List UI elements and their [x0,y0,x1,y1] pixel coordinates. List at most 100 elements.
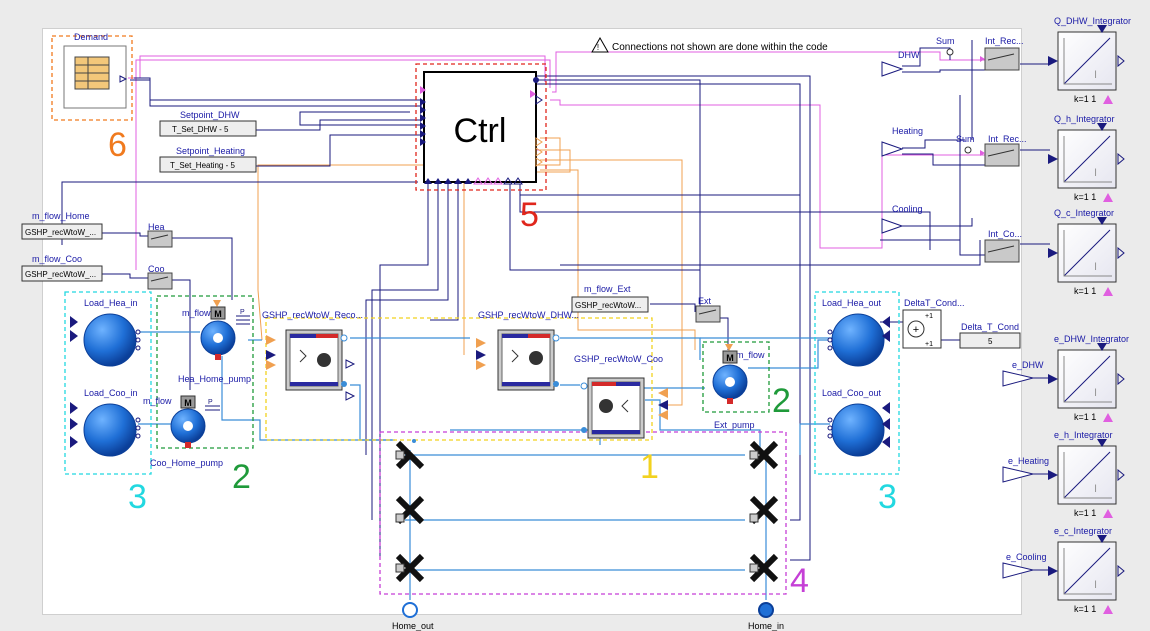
hea-home-pump-mflow: m_flow [182,308,211,318]
note: ! Connections not shown are done within … [592,38,828,53]
demand-label: Demand [74,32,108,42]
int-rec-2-label: Int_Rec... [988,134,1027,144]
valve[interactable] [396,498,422,522]
group-number-2b: 2 [772,382,791,420]
integrator-title: Q_c_Integrator [1054,208,1114,218]
delta-t-plus-bottom: +1 [925,341,933,348]
switch-ext[interactable]: Ext [696,296,720,322]
valve[interactable] [396,556,422,580]
switch-hea[interactable]: Hea [148,222,172,247]
hea-home-pump-m: M [214,309,222,319]
m-flow-ext-value: GSHP_recWtoW... [575,301,641,310]
hea-home-pump[interactable]: m_flow M P Hea_Home_pump [178,300,251,384]
load-coo-out-label: Load_Coo_out [822,388,882,398]
ext-pump-m: M [726,353,734,363]
int-rec-1-label: Int_Rec... [985,36,1024,46]
m-flow-home-block[interactable]: m_flow_Home GSHP_recWtoW_... [22,211,102,239]
valve[interactable] [750,498,776,522]
delta-t-const-value: 5 [988,337,993,346]
sum-2-label: Sum [956,134,975,144]
coo-home-pump-p: P [208,399,213,406]
setpoint-heating-value: T_Set_Heating - 5 [170,161,235,170]
input-cooling[interactable]: Cooling [882,204,923,233]
valve[interactable] [750,556,776,580]
heatpump-reco[interactable]: GSHP_recWtoW_Reco... [262,310,363,400]
delta-t-const[interactable]: Delta_T_Cond 5 [960,322,1020,348]
warning-icon [592,38,608,52]
heatpump-coo-label: GSHP_recWtoW_Coo [574,354,663,364]
port-home-in[interactable]: Home_in [748,603,784,631]
group-number-5: 5 [520,196,539,234]
integrator-k: k=1 1 [1074,94,1096,104]
input-heating[interactable]: Heating [882,126,923,156]
input-e-cooling[interactable]: e_Cooling [1003,552,1047,578]
coo-home-pump-label: Coo_Home_pump [150,458,223,468]
m-flow-ext-title: m_flow_Ext [584,284,631,294]
port-home-out-label: Home_out [392,621,434,631]
int-co-block[interactable]: Int_Co... [985,229,1022,262]
valve[interactable] [750,443,776,467]
integrator-symbol: I [1094,579,1097,591]
ext-pump-label: Ext_pump [714,420,755,430]
ext-pump[interactable]: m_flow M Ext_pump [713,344,765,430]
delta-t-sum-label: DeltaT_Cond... [904,298,965,308]
ctrl-label: Ctrl [454,112,507,150]
int-rec-block-2[interactable]: Int_Rec... [980,134,1027,166]
load-hea-out[interactable]: Load_Hea_out [822,298,890,366]
integrator-title: Q_h_Integrator [1054,114,1115,124]
integrator-symbol: I [1094,261,1097,273]
m-flow-coo-title: m_flow_Coo [32,254,82,264]
integrator-symbol: I [1094,387,1097,399]
int-co-label: Int_Co... [988,229,1022,239]
heatpump-dhw-label: GSHP_recWtoW_DHW... [478,310,579,320]
switch-coo[interactable]: Coo [148,264,172,289]
switch-ext-label: Ext [698,296,712,306]
coo-home-pump-m: M [184,398,192,408]
group-number-4: 4 [790,562,809,600]
load-coo-in[interactable]: Load_Coo_in [70,388,140,456]
integrator-k: k=1 1 [1074,192,1096,202]
setpoint-dhw-value: T_Set_DHW - 5 [172,125,229,134]
m-flow-ext-block[interactable]: m_flow_Ext GSHP_recWtoW... [572,284,648,312]
coo-home-pump[interactable]: m_flow M P Coo_Home_pump [143,396,223,468]
heatpump-coo[interactable]: GSHP_recWtoW_Coo [574,354,668,438]
demand-block[interactable]: Demand [64,32,126,108]
setpoint-heating[interactable]: Setpoint_Heating T_Set_Heating - 5 [160,146,256,172]
load-hea-in-label: Load_Hea_in [84,298,138,308]
input-e-heating[interactable]: e_Heating [1003,456,1049,482]
input-e-heating-label: e_Heating [1008,456,1049,466]
input-heating-label: Heating [892,126,923,136]
sum-1-label: Sum [936,36,955,46]
input-e-dhw-label: e_DHW [1012,360,1044,370]
integrator-k: k=1 1 [1074,286,1096,296]
integrator-title: e_c_Integrator [1054,526,1112,536]
m-flow-coo-value: GSHP_recWtoW_... [25,270,96,279]
input-e-dhw[interactable]: e_DHW [1003,360,1044,386]
port-home-out[interactable]: Home_out [392,603,434,631]
load-hea-in[interactable]: Load_Hea_in [70,298,140,366]
delta-t-plus-sign: + [913,324,919,336]
hea-home-pump-p: P [240,309,245,316]
integrator-symbol: I [1094,483,1097,495]
m-flow-coo-block[interactable]: m_flow_Coo GSHP_recWtoW_... [22,254,102,281]
setpoint-dhw[interactable]: Setpoint_DHW T_Set_DHW - 5 [160,110,256,136]
int-rec-block-1[interactable]: Int_Rec... [980,36,1024,70]
group-number-1: 1 [640,448,659,486]
delta-t-const-title: Delta_T_Cond [961,322,1019,332]
sum-block-2[interactable]: Sum [956,134,975,153]
heatpump-dhw[interactable]: GSHP_recWtoW_DHW... [476,310,579,390]
coo-home-pump-mflow: m_flow [143,396,172,406]
ctrl-block[interactable]: Ctrl [420,72,542,184]
ext-pump-mflow: m_flow [736,350,765,360]
valve[interactable] [396,439,422,467]
load-coo-out[interactable]: Load_Coo_out [822,388,890,456]
note-text: Connections not shown are done within th… [612,42,828,53]
input-dhw-label: DHW [898,50,920,60]
